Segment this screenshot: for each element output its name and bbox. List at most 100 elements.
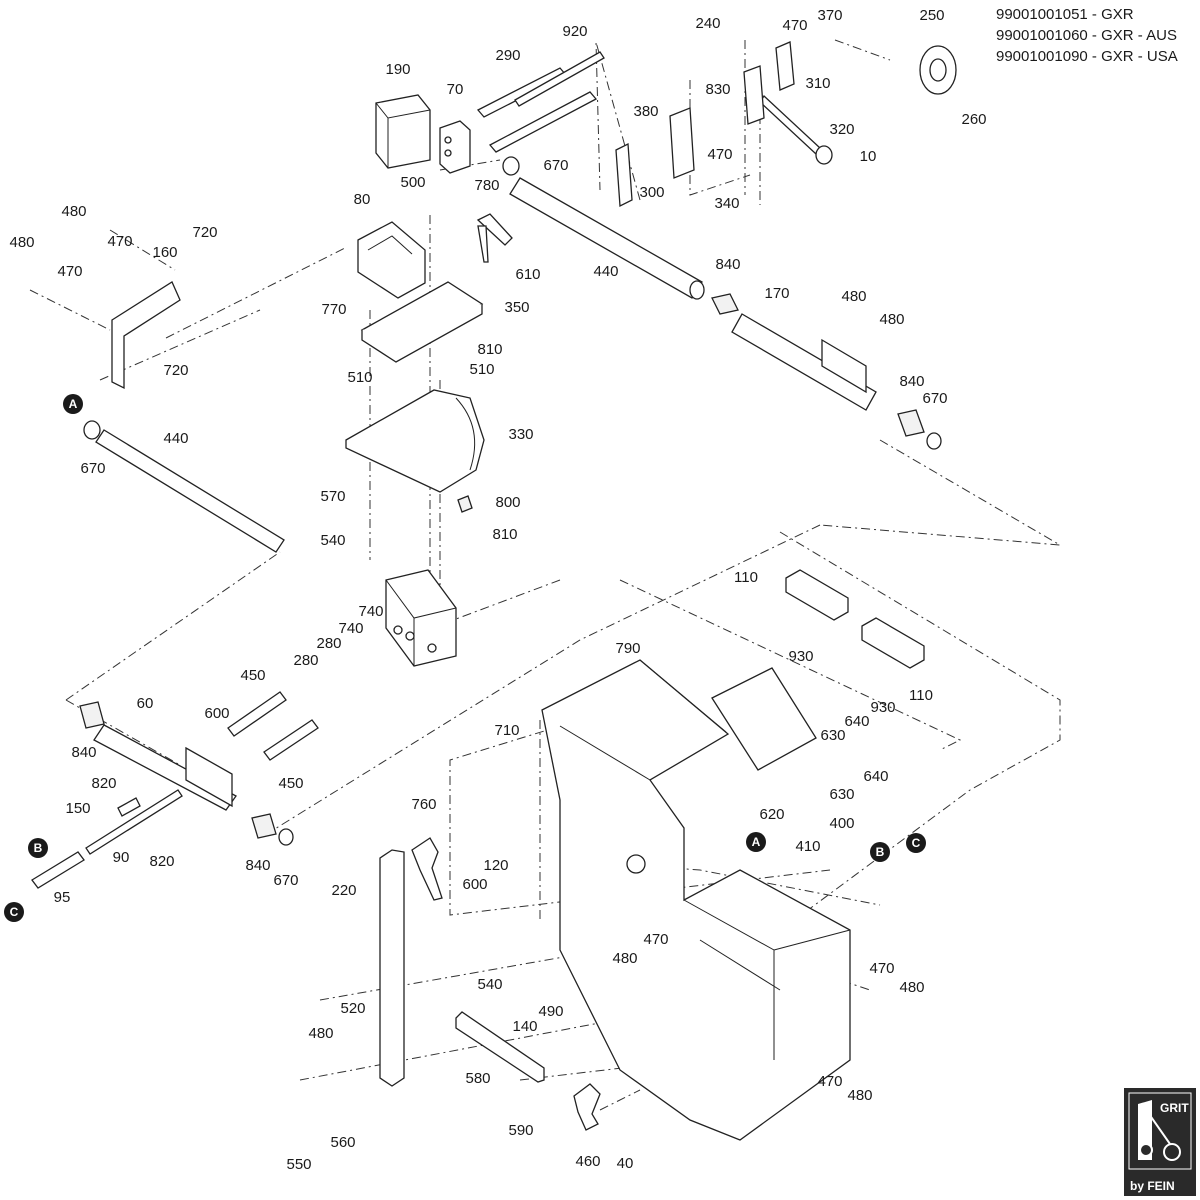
marker-letter: A [752, 835, 761, 849]
model-list: 99001001051 - GXR 99001001060 - GXR - AU… [996, 6, 1178, 65]
marker-circle [63, 394, 83, 414]
model-number-1: 99001001051 - GXR [996, 6, 1134, 23]
part-number-label: 600 [462, 876, 487, 893]
part-number-label: 920 [562, 23, 587, 40]
part-number-label: 840 [245, 857, 270, 874]
part-number-label: 460 [575, 1153, 600, 1170]
part-number-label: 500 [400, 174, 425, 191]
marker-circle [28, 838, 48, 858]
part-number-label: 510 [469, 361, 494, 378]
part-number-label: 630 [829, 786, 854, 803]
part-number-label: 490 [538, 1003, 563, 1020]
part-number-label: 280 [293, 652, 318, 669]
part-number-label: 930 [788, 648, 813, 665]
part-number-label: 600 [204, 705, 229, 722]
marker-letter: B [876, 845, 885, 859]
part-number-label: 280 [316, 635, 341, 652]
part-number-label: 300 [639, 184, 664, 201]
part-number-label: 160 [152, 244, 177, 261]
part-number-label: 110 [734, 569, 758, 586]
part-number-label: 560 [330, 1134, 355, 1151]
part-number-label: 570 [320, 488, 345, 505]
part-number-label: 740 [358, 603, 383, 620]
part-number-label: 670 [273, 872, 298, 889]
part-number-label: 80 [354, 191, 371, 208]
assembly-lines [29, 39, 1061, 1111]
part-number-label: 470 [107, 233, 132, 250]
part-number-label: 510 [347, 369, 372, 386]
part-number-label: 740 [338, 620, 363, 637]
part-number-label: 480 [9, 234, 34, 251]
part-number-label: 470 [707, 146, 732, 163]
part-number-label: 930 [870, 699, 895, 716]
part-number-label: 480 [879, 311, 904, 328]
marker-letter: B [34, 841, 43, 855]
marker-circle [870, 842, 890, 862]
reference-marker-b: B [28, 838, 48, 858]
part-number-label: 470 [869, 960, 894, 977]
part-number-label: 370 [817, 7, 842, 24]
part-number-label: 470 [782, 17, 807, 34]
part-number-label: 710 [494, 722, 519, 739]
part-number-label: 670 [922, 390, 947, 407]
part-number-label: 820 [91, 775, 116, 792]
part-number-label: 60 [137, 695, 154, 712]
part-number-label: 610 [515, 266, 540, 283]
part-number-label: 640 [844, 713, 869, 730]
part-number-label: 410 [795, 838, 820, 855]
part-number-label: 480 [308, 1025, 333, 1042]
part-number-label: 260 [961, 111, 986, 128]
part-number-label: 350 [504, 299, 529, 316]
part-number-label: 240 [695, 15, 720, 32]
reference-marker-c: C [906, 833, 926, 853]
part-number-label: 440 [593, 263, 618, 280]
part-number-label: 670 [80, 460, 105, 477]
part-number-label: 720 [192, 224, 217, 241]
part-number-label: 140 [512, 1018, 537, 1035]
logo-top-text: GRIT [1160, 1101, 1189, 1115]
part-number-label: 820 [149, 853, 174, 870]
part-number-label: 380 [633, 103, 658, 120]
part-number-label: 640 [863, 768, 888, 785]
logo-bottom-text: by FEIN [1130, 1179, 1175, 1193]
marker-letter: C [10, 905, 19, 919]
part-number-label: 170 [764, 285, 789, 302]
reference-marker-a: A [63, 394, 83, 414]
reference-markers: A A B B C C [4, 394, 926, 922]
part-number-label: 480 [841, 288, 866, 305]
part-number-label: 480 [61, 203, 86, 220]
part-number-label: 520 [340, 1000, 365, 1017]
part-number-label: 800 [495, 494, 520, 511]
part-number-label: 470 [643, 931, 668, 948]
part-number-label: 340 [714, 195, 739, 212]
part-number-label: 580 [465, 1070, 490, 1087]
part-number-label: 540 [320, 532, 345, 549]
part-number-label: 480 [612, 950, 637, 967]
part-number-label: 220 [331, 882, 356, 899]
part-number-label: 840 [899, 373, 924, 390]
part-number-label: 840 [715, 256, 740, 273]
part-number-label: 450 [240, 667, 265, 684]
part-number-label: 190 [385, 61, 410, 78]
marker-letter: C [912, 836, 921, 850]
part-number-label: 780 [474, 177, 499, 194]
part-number-label: 840 [71, 744, 96, 761]
part-number-label: 480 [847, 1087, 872, 1104]
part-number-label: 550 [286, 1156, 311, 1173]
part-number-label: 310 [805, 75, 830, 92]
part-number-label: 760 [411, 796, 436, 813]
part-number-label: 790 [615, 640, 640, 657]
part-number-label: 630 [820, 727, 845, 744]
part-number-label: 120 [483, 857, 508, 874]
part-number-label: 440 [163, 430, 188, 447]
model-number-3: 99001001090 - GXR - USA [996, 48, 1178, 65]
brand-logo: GRIT by FEIN [1124, 1088, 1196, 1196]
marker-circle [746, 832, 766, 852]
part-number-label: 40 [617, 1155, 634, 1172]
part-number-label: 830 [705, 81, 730, 98]
part-number-label: 480 [899, 979, 924, 996]
reference-marker-a: A [746, 832, 766, 852]
